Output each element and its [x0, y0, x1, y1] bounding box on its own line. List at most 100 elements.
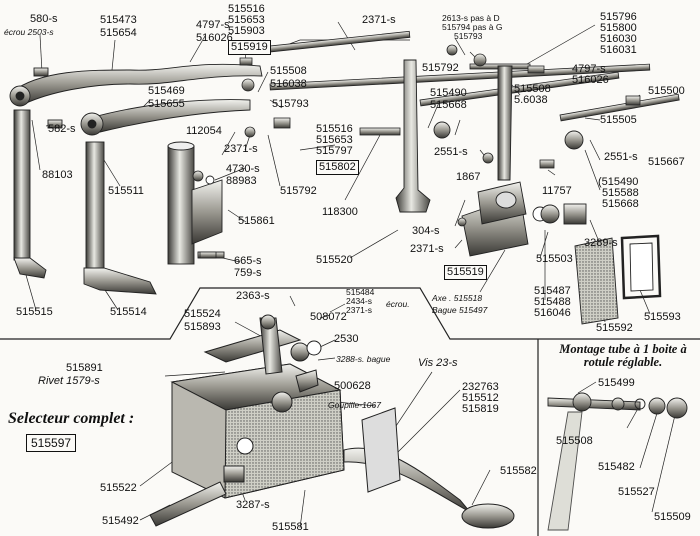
label-515792-b: 515792: [280, 185, 317, 197]
label-515653-b: 515653: [316, 134, 353, 146]
label-515490-b: (515490: [598, 176, 639, 188]
label-515503: 515503: [536, 253, 573, 265]
label-515482: 515482: [598, 461, 635, 473]
label-2371s-b: 2371-s: [224, 143, 258, 155]
label-516038-b: 5.6038: [514, 94, 548, 106]
label-516030: 516030: [600, 33, 637, 45]
label-515653: 515653: [228, 14, 265, 26]
part-group-5: (515490 515588 515668: [598, 176, 639, 210]
label-500628: 500628: [334, 380, 371, 392]
label-515515: 515515: [16, 306, 53, 318]
label-515581: 515581: [272, 521, 309, 533]
label-112054: 112054: [186, 125, 222, 137]
label-759s: 759-s: [234, 267, 262, 279]
label-11757: 11757: [542, 185, 572, 197]
part-group-3: 515796 515800 516030 516031: [600, 12, 637, 56]
label-515519: 515519: [444, 265, 487, 280]
label-516026-a: 516026: [196, 32, 233, 44]
label-515500: 515500: [648, 85, 685, 97]
label-515794: 515794 pas à G: [442, 22, 503, 32]
label-515508-a: 515508: [270, 65, 307, 77]
hardware-bolts: [192, 44, 641, 259]
label-2363s: 2363-s: [236, 290, 270, 302]
mounting-detail: [547, 392, 688, 531]
part-group-1: 515516 515653 515903 515919: [228, 4, 271, 55]
label-2530: 2530: [334, 333, 359, 345]
label-88103: 88103: [42, 169, 73, 181]
label-ecrou-2503s: écrou 2503-s: [4, 27, 54, 37]
part-group-7: 515484 2434-s 2371-s: [346, 288, 374, 315]
label-515861: 515861: [238, 215, 275, 227]
part-group-4: 515516 515653 515797 515802: [316, 124, 359, 175]
label-515655: 515655: [148, 98, 185, 110]
label-232763: 232763: [462, 381, 499, 393]
label-515903: 515903: [228, 25, 265, 37]
label-516046: 516046: [534, 307, 571, 319]
label-515891: 515891: [66, 362, 103, 374]
label-515667: 515667: [648, 156, 685, 168]
label-rivet-1579s: Rivet 1579-s: [38, 375, 100, 387]
label-665s: 665-s: [234, 255, 262, 267]
bracket-assembly: [167, 141, 225, 265]
label-2371s-d: 2371-s: [346, 305, 372, 315]
label-3289s: 3289-s: [584, 237, 618, 249]
label-515802: 515802: [316, 160, 359, 175]
label-515592: 515592: [596, 322, 633, 334]
label-3288s-bague: 3288-s. bague: [336, 354, 391, 364]
label-515796: 515796: [600, 11, 637, 23]
label-vis-23s: Vis 23-s: [418, 357, 458, 369]
label-515487: 515487: [534, 285, 571, 297]
label-515488: 515488: [534, 296, 571, 308]
leader-lines: [25, 21, 676, 529]
label-515514: 515514: [110, 306, 147, 318]
label-515520: 515520: [316, 254, 353, 266]
label-515527: 515527: [618, 486, 655, 498]
part-group-6: 515487 515488 516046: [534, 286, 571, 319]
label-515893: 515893: [184, 321, 221, 333]
label-515509: 515509: [654, 511, 691, 523]
label-515469: 515469: [148, 85, 185, 97]
label-515499: 515499: [598, 377, 635, 389]
label-515668-a: 515668: [430, 99, 467, 111]
label-515793: 515793: [454, 31, 483, 41]
label-515511: 515511: [108, 185, 144, 197]
label-582s: 582-s: [48, 123, 76, 135]
label-118300: 118300: [322, 206, 358, 218]
label-515516: 515516: [228, 3, 265, 15]
label-515919: 515919: [228, 40, 271, 55]
label-508072: 508072: [310, 311, 347, 323]
label-515582: 515582: [500, 465, 537, 477]
label-2613s: 2613-s pas à D: [442, 13, 500, 23]
label-515508-b: 515508: [514, 83, 551, 95]
label-516031: 516031: [600, 44, 637, 56]
label-515793-b: 515793: [272, 98, 309, 110]
upper-levers: [9, 63, 263, 136]
selector-complete-title: Selecteur complet :: [8, 410, 135, 427]
label-axe-515518: Axe . 515518: [432, 293, 483, 303]
part-group-2: 2613-s pas à D 515794 pas à G 515793: [442, 14, 503, 41]
label-515819: 515819: [462, 403, 499, 415]
mounting-title: Montage tube à 1 boite à rotule réglable…: [559, 342, 687, 369]
label-515473: 515473: [100, 14, 137, 26]
label-515490-a: 515490: [430, 87, 467, 99]
label-2551s-b: 2551-s: [604, 151, 638, 163]
selector-complete-part: 515597: [26, 434, 77, 452]
label-515800: 515800: [600, 22, 637, 34]
label-bague-515497: Bague 515497: [432, 305, 488, 315]
label-goupille-1067: Goupille-1067: [328, 400, 381, 410]
label-1867: 1867: [456, 171, 481, 183]
label-304s: 304-s: [412, 225, 440, 237]
gaskets: [574, 234, 662, 325]
label-2371s-top: 2371-s: [362, 14, 396, 26]
label-515505: 515505: [600, 114, 637, 126]
label-580s: 580-s: [30, 13, 58, 25]
part-group-8: 232763 515512 515819: [462, 382, 499, 415]
label-515522: 515522: [100, 482, 137, 494]
label-2434s: 2434-s: [346, 296, 372, 306]
label-2551s-a: 2551-s: [434, 146, 468, 158]
label-515654: 515654: [100, 27, 137, 39]
selector-shafts: [13, 109, 157, 295]
label-515484: 515484: [346, 287, 375, 297]
